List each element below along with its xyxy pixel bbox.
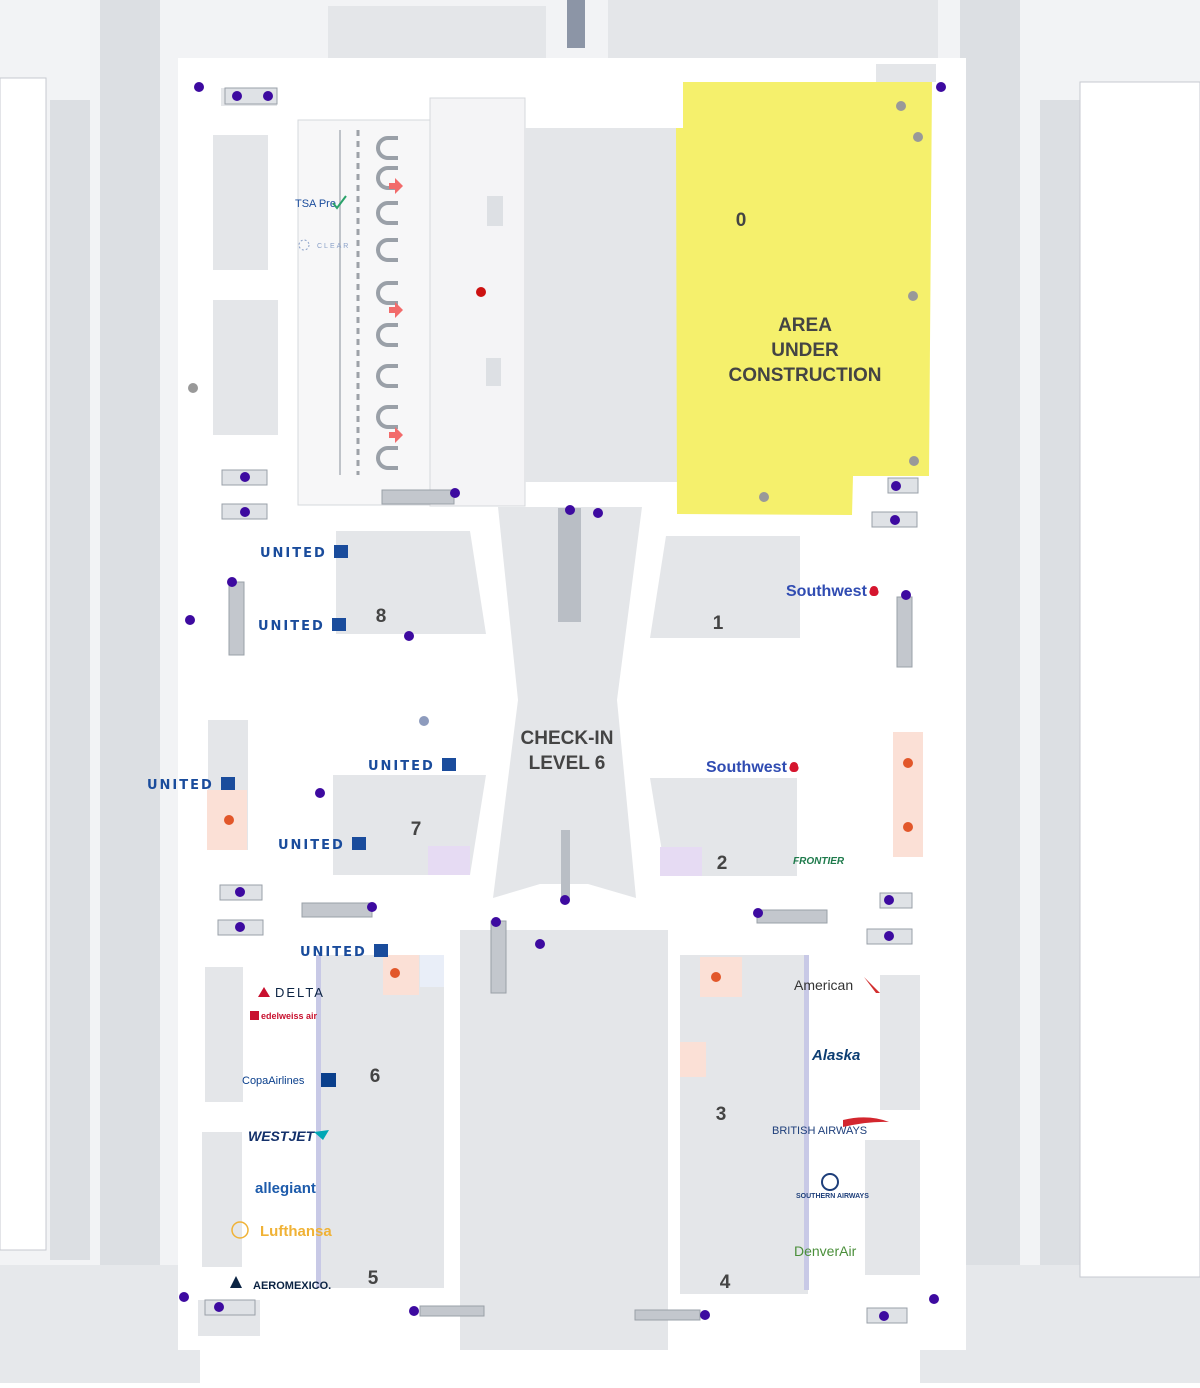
security-checkpoint (297, 97, 526, 507)
construction-line-1: AREA (778, 315, 832, 336)
denver-air-label[interactable]: DenverAir (794, 1243, 857, 1259)
service-rooms (198, 64, 936, 1336)
zone-8-label: 8 (376, 606, 387, 627)
construction-zone[interactable]: 0 AREA UNDER CONSTRUCTION (676, 82, 932, 515)
united-label[interactable]: UNITED (258, 619, 325, 634)
zone-4-label: 4 (720, 1272, 731, 1293)
escalator-center-south (561, 830, 570, 900)
united-globe-icon (332, 618, 346, 631)
southwest-label[interactable]: Southwest (786, 583, 868, 600)
checkin-hall (493, 507, 642, 898)
southern-airways-label[interactable]: SOUTHERN AIRWAYS (796, 1193, 869, 1200)
edelweiss-icon (250, 1011, 259, 1020)
united-label[interactable]: UNITED (368, 759, 435, 774)
southern-airways-icon (821, 1173, 839, 1191)
aeromexico-label[interactable]: AEROMEXICO. (253, 1280, 331, 1292)
speedmarque-icon (843, 1117, 889, 1127)
island-3-4 (680, 955, 808, 1294)
westjet-icon (314, 1130, 329, 1140)
construction-line-2: UNDER (771, 340, 839, 361)
united-label[interactable]: UNITED (147, 778, 214, 793)
gray-markers (188, 101, 923, 726)
zone-6-label: 6 (370, 1066, 381, 1087)
checkin-islands (318, 531, 808, 1350)
escalators (228, 489, 913, 1321)
alert-marker (476, 287, 486, 297)
united-globe-icon (442, 758, 456, 771)
zone-0-label: 0 (736, 210, 747, 231)
elevators (204, 87, 919, 1324)
british-airways-label[interactable]: BRITISH AIRWAYS (772, 1125, 867, 1137)
island-8 (336, 531, 486, 634)
central-block-north (525, 128, 677, 482)
united-globe-icon (352, 837, 366, 850)
checkin-title: CHECK-IN (521, 728, 614, 749)
central-block-south (460, 930, 668, 1350)
delta-icon (258, 987, 270, 997)
american-flight-icon (864, 977, 880, 993)
alaska-label[interactable]: Alaska (811, 1047, 860, 1064)
allegiant-label[interactable]: allegiant (255, 1180, 316, 1197)
lane-direction-arrows (389, 178, 403, 443)
united-label[interactable]: UNITED (278, 838, 345, 853)
delta-label[interactable]: DELTA (275, 985, 325, 1000)
aeromexico-icon (230, 1276, 242, 1288)
lufthansa-label[interactable]: Lufthansa (260, 1223, 332, 1240)
united-globe-icon (374, 944, 388, 957)
zone-1-label: 1 (713, 613, 724, 634)
united-label[interactable]: UNITED (300, 945, 367, 960)
southwest-heart-icon (869, 586, 879, 597)
frontier-label[interactable]: FRONTIER (793, 856, 845, 867)
copa-label[interactable]: CopaAirlines (242, 1075, 305, 1087)
southwest-heart-icon (789, 762, 799, 773)
lufthansa-crane-icon (231, 1221, 249, 1239)
restroom-markers (224, 758, 913, 982)
copa-icon (321, 1073, 336, 1087)
united-label[interactable]: UNITED (260, 546, 327, 561)
tsa-precheck-label: TSA Pre (295, 198, 336, 210)
security-lanes (376, 136, 398, 470)
zone-2-label: 2 (717, 853, 728, 874)
united-globe-icon (334, 545, 348, 558)
edelweiss-label[interactable]: edelweiss air (261, 1011, 318, 1021)
clear-label: CLEAR (317, 243, 350, 250)
clear-logo-icon (298, 239, 310, 251)
poi-markers[interactable] (179, 82, 946, 1321)
zone-3-label: 3 (716, 1104, 727, 1125)
united-globe-icon (221, 777, 235, 790)
westjet-label[interactable]: WESTJET (248, 1128, 316, 1144)
check-icon (332, 195, 347, 210)
zone-7-label: 7 (411, 819, 422, 840)
american-label[interactable]: American (794, 977, 853, 993)
checkin-level: LEVEL 6 (529, 753, 606, 774)
southwest-label[interactable]: Southwest (706, 759, 788, 776)
escalator-center-north (558, 508, 581, 622)
island-6-5 (318, 955, 444, 1288)
island-1 (650, 536, 800, 638)
construction-line-3: CONSTRUCTION (728, 365, 881, 386)
zone-5-label: 5 (368, 1268, 379, 1289)
